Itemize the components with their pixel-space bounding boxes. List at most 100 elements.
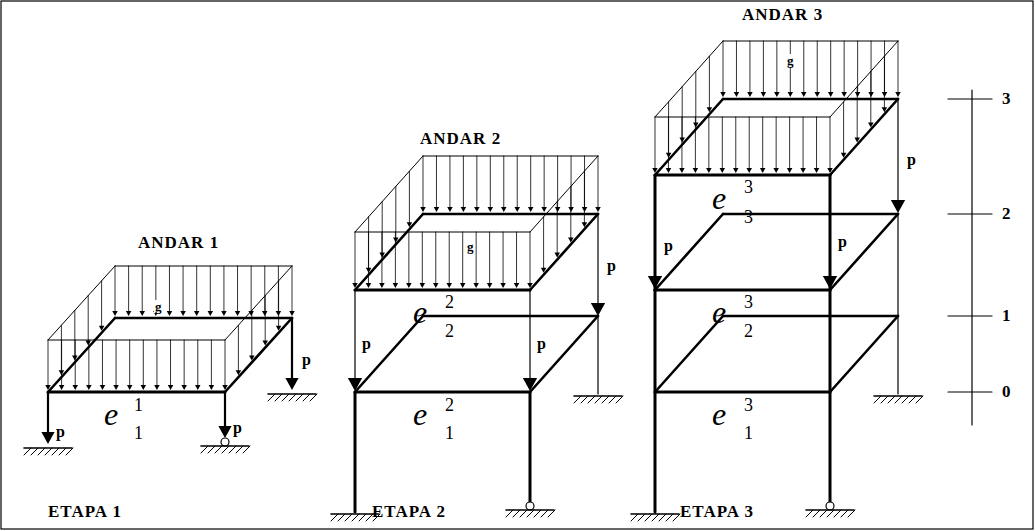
ground-hatch (31, 448, 38, 455)
load-outline (423, 156, 598, 157)
floor-beam (655, 99, 723, 175)
arrow-head (180, 311, 186, 316)
arrow-head (181, 385, 187, 390)
element-index: 2 (445, 322, 454, 340)
element-index: 3 (744, 178, 753, 196)
load-arrow (435, 232, 436, 284)
ground-hatch (359, 514, 366, 521)
level-tick (948, 391, 992, 392)
load-arrow (409, 171, 410, 223)
floor-beam (225, 318, 292, 392)
floor-beam (530, 214, 598, 290)
level-tick (948, 213, 992, 214)
ground-hatch (909, 396, 916, 403)
load-arrow (490, 156, 491, 208)
arrow-head (348, 378, 362, 391)
arrow-head (828, 92, 834, 97)
ground-hatch (813, 510, 820, 517)
element-label: e (413, 398, 427, 430)
floor-beam (530, 316, 598, 392)
arrow-head (218, 426, 231, 438)
load-label: p (907, 152, 916, 168)
load-arrow (463, 156, 464, 208)
load-arrow (722, 117, 723, 169)
column (654, 175, 657, 290)
load-outline (115, 266, 292, 267)
element-index: 2 (445, 293, 454, 311)
ground-hatch (331, 514, 338, 521)
ground-hatch (534, 510, 541, 517)
arrow-head (59, 385, 65, 390)
load-arrow (682, 87, 683, 139)
column (829, 175, 832, 290)
arrow-head (112, 311, 118, 316)
load-arrow (857, 41, 858, 93)
ground-hatch (282, 394, 289, 401)
ground-hatch (581, 396, 588, 403)
element-label: e (712, 296, 726, 328)
floor-beam (355, 289, 530, 292)
load-outline (723, 41, 898, 42)
arrow-head (787, 168, 793, 173)
load-arrow (735, 117, 736, 169)
level-number: 0 (1002, 383, 1011, 400)
arrow-head (447, 207, 453, 212)
load-arrow (170, 340, 171, 386)
arrow-head (773, 168, 779, 173)
arrow-head (379, 283, 385, 288)
ground-hatch (541, 510, 548, 517)
ground-hatch (848, 510, 855, 517)
load-arrow (584, 171, 585, 223)
load-arrow (749, 41, 750, 93)
floor-beam (723, 315, 898, 318)
arrow-head (679, 168, 685, 173)
column-load (897, 99, 898, 201)
arrow-head (733, 168, 739, 173)
arrow-head (41, 432, 54, 444)
arrow-head (209, 385, 215, 390)
column-load (291, 318, 293, 379)
arrow-head (693, 168, 699, 173)
load-arrow (422, 232, 423, 284)
floor-beam (355, 316, 423, 392)
load-arrow (102, 340, 103, 386)
column-load (597, 214, 598, 304)
arrow-head (195, 385, 201, 390)
ground-hatch (881, 396, 888, 403)
arrow-head (514, 283, 520, 288)
ground-hatch (208, 446, 215, 453)
load-outline (355, 232, 530, 233)
ground-hatch (236, 446, 243, 453)
load-label: p (664, 238, 673, 254)
ground-hatch (338, 514, 345, 521)
floor-beam (423, 315, 598, 318)
ground-hatch (820, 510, 827, 517)
arrow-head (747, 92, 753, 97)
ground-hatch (275, 394, 282, 401)
floor-beam (48, 391, 225, 394)
arrow-head (72, 385, 78, 390)
ground-hatch (916, 396, 923, 403)
ground-hatch (673, 514, 680, 521)
arrow-head (154, 385, 160, 390)
load-arrow (749, 117, 750, 169)
arrow-head (800, 168, 806, 173)
ground-hatch (345, 514, 352, 521)
arrow-head (720, 92, 726, 97)
arrow-head (895, 92, 901, 97)
column (354, 392, 357, 512)
load-arrow (708, 117, 709, 169)
ground-hatch (834, 510, 841, 517)
arrow-head (168, 385, 174, 390)
load-arrow (115, 266, 116, 312)
load-arrow (776, 41, 777, 93)
load-arrow (884, 56, 885, 108)
element-index: 3 (744, 396, 753, 414)
ground-hatch (303, 394, 310, 401)
ground-hatch (638, 514, 645, 521)
load-arrow (557, 156, 558, 208)
load-label: p (607, 258, 616, 274)
